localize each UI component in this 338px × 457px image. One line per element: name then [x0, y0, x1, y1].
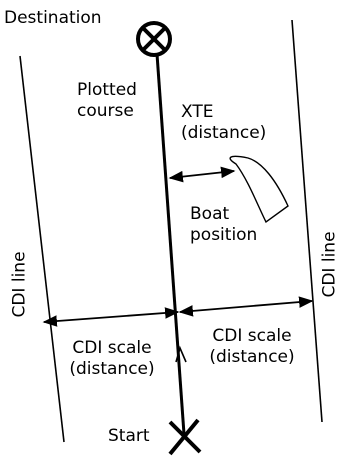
plotted-course-label: Plotted course [77, 80, 137, 122]
plotted-course-line-2: course [77, 101, 134, 121]
cdi-scale-left-line-1: CDI scale [72, 338, 152, 358]
plotted-course-line-1: Plotted [77, 80, 137, 100]
cdi-line-right-label: CDI line [319, 231, 338, 298]
boat-position-label: Boat position [190, 204, 257, 246]
cdi-scale-right-label: CDI scale (distance) [198, 326, 306, 368]
xte-arrow [168, 166, 236, 183]
destination-marker [136, 21, 172, 57]
cdi-scale-left-arrow [42, 307, 180, 327]
course-direction-arrow [175, 345, 187, 363]
xte-line-2: (distance) [181, 123, 267, 143]
boat-position-line-2: position [190, 225, 258, 245]
xte-line-1: XTE [181, 102, 214, 122]
plotted-course-line [154, 39, 186, 435]
cdi-scale-right-line-2: (distance) [209, 347, 295, 367]
cdi-line-right [291, 19, 323, 423]
cdi-scale-left-line-2: (distance) [69, 359, 155, 379]
cdi-line-left-label: CDI line [9, 251, 30, 318]
xte-label: XTE (distance) [181, 102, 266, 144]
start-label: Start [108, 426, 150, 446]
start-marker [168, 418, 202, 456]
boat-icon [229, 155, 289, 224]
destination-label: Destination [4, 8, 102, 28]
cdi-scale-right-arrow [178, 296, 314, 317]
cdi-scale-right-line-1: CDI scale [212, 326, 292, 346]
cdi-line-left [19, 55, 65, 443]
cdi-scale-left-label: CDI scale (distance) [58, 338, 166, 380]
boat-position-line-1: Boat [190, 204, 230, 224]
